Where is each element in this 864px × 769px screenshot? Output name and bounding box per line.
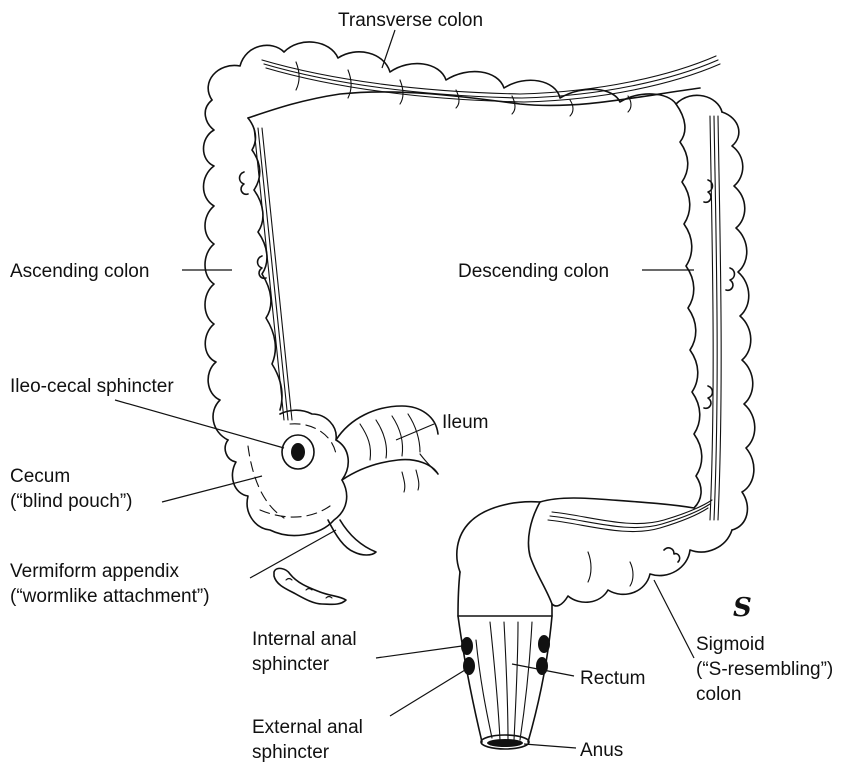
label-ileum: Ileum bbox=[442, 412, 488, 433]
label-external-anal-sphincter: sphincter bbox=[252, 742, 330, 763]
leader-lines bbox=[115, 30, 694, 748]
label-anus: Anus bbox=[580, 740, 623, 761]
sigmoid-colon-drawing bbox=[457, 498, 732, 606]
ileum-drawing bbox=[336, 406, 438, 492]
label-ileo-cecal-sphincter: Ileo-cecal sphincter bbox=[10, 376, 174, 397]
label-vermiform-appendix: Vermiform appendix bbox=[10, 561, 179, 582]
sigmoid-s-symbol: S bbox=[733, 593, 752, 623]
loose-appendix-drawing bbox=[274, 568, 346, 604]
label-rectum: Rectum bbox=[580, 668, 645, 689]
label-ascending-colon: Ascending colon bbox=[10, 261, 149, 282]
descending-colon-drawing bbox=[676, 104, 755, 530]
rectum-drawing bbox=[458, 572, 552, 742]
ileo-cecal-sphincter-drawing bbox=[282, 435, 314, 469]
appendix-drawing bbox=[328, 520, 376, 555]
anus-drawing bbox=[481, 735, 529, 749]
label-appendix-gloss: (“wormlike attachment”) bbox=[10, 586, 210, 607]
label-sigmoid-colon: colon bbox=[696, 684, 741, 705]
label-external-anal: External anal bbox=[252, 717, 363, 738]
cecum-drawing bbox=[225, 410, 348, 535]
label-cecum-gloss: (“blind pouch”) bbox=[10, 491, 133, 512]
label-internal-anal: Internal anal bbox=[252, 629, 357, 650]
label-descending-colon: Descending colon bbox=[458, 261, 609, 282]
label-cecum: Cecum bbox=[10, 466, 70, 487]
label-transverse-colon: Transverse colon bbox=[338, 10, 483, 31]
label-internal-anal-sphincter: sphincter bbox=[252, 654, 330, 675]
label-sigmoid-gloss: (“S-resembling”) bbox=[696, 659, 833, 680]
label-sigmoid: Sigmoid bbox=[696, 634, 765, 655]
transverse-colon-drawing bbox=[208, 42, 722, 118]
